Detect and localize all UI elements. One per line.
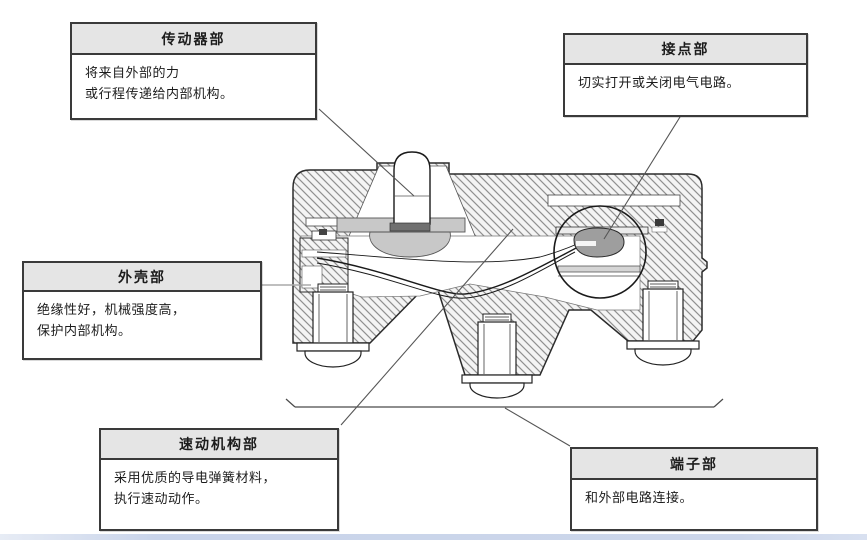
plunger-actuator [389, 151, 431, 232]
callout-snap-mechanism-body: 采用优质的导电弹簧材料， 执行速动动作。 [101, 460, 337, 515]
callout-housing: 外壳部 绝缘性好，机械强度高， 保护内部机构。 [22, 261, 262, 360]
callout-terminal-title: 端子部 [572, 449, 816, 480]
terminal-screw-middle [461, 313, 533, 399]
terminal-screw-left [296, 283, 370, 368]
callout-housing-body: 绝缘性好，机械强度高， 保护内部机构。 [24, 292, 260, 347]
callout-terminal-line1: 和外部电路连接。 [585, 490, 694, 505]
footer-accent-bar [0, 534, 867, 540]
callout-snap-mechanism-title: 速动机构部 [101, 430, 337, 460]
left-slot [305, 217, 339, 227]
contact-assembly [553, 205, 668, 299]
leader-line-actuator [318, 108, 415, 197]
spring-anchor [299, 229, 349, 293]
snap-action-leaf-spring [316, 237, 591, 299]
leader-line-contact [603, 116, 681, 240]
terminal-screw-right [626, 280, 700, 366]
callout-terminal: 端子部 和外部电路连接。 [570, 447, 818, 531]
callout-housing-line2: 保护内部机构。 [37, 323, 132, 339]
mounting-baseline [285, 398, 724, 408]
callout-contact-title: 接点部 [565, 35, 806, 65]
callout-snap-mechanism-line2: 执行速动动作。 [114, 491, 209, 507]
callout-actuator-title: 传动器部 [72, 24, 315, 55]
callout-terminal-body: 和外部电路连接。 [572, 480, 816, 514]
right-slot [547, 194, 681, 207]
callout-housing-title: 外壳部 [24, 263, 260, 292]
callout-contact: 接点部 切实打开或关闭电气电路。 [563, 33, 808, 117]
callout-contact-line1: 切实打开或关闭电气电路。 [578, 75, 741, 90]
callout-actuator-body: 将来自外部的力 或行程传递给内部机构。 [72, 55, 315, 110]
contact-highlight-circle [553, 205, 647, 299]
callout-actuator-line1: 将来自外部的力 [85, 65, 180, 80]
callout-snap-mechanism: 速动机构部 采用优质的导电弹簧材料， 执行速动动作。 [99, 428, 339, 531]
callout-snap-mechanism-line1: 采用优质的导电弹簧材料， [114, 470, 277, 485]
callout-actuator-line2: 或行程传递给内部机构。 [85, 86, 234, 102]
leader-line-snap [340, 228, 514, 426]
callout-actuator: 传动器部 将来自外部的力 或行程传递给内部机构。 [70, 22, 317, 120]
callout-contact-body: 切实打开或关闭电气电路。 [565, 65, 806, 99]
callout-housing-line1: 绝缘性好，机械强度高， [37, 302, 186, 317]
leader-line-terminal [504, 407, 571, 447]
